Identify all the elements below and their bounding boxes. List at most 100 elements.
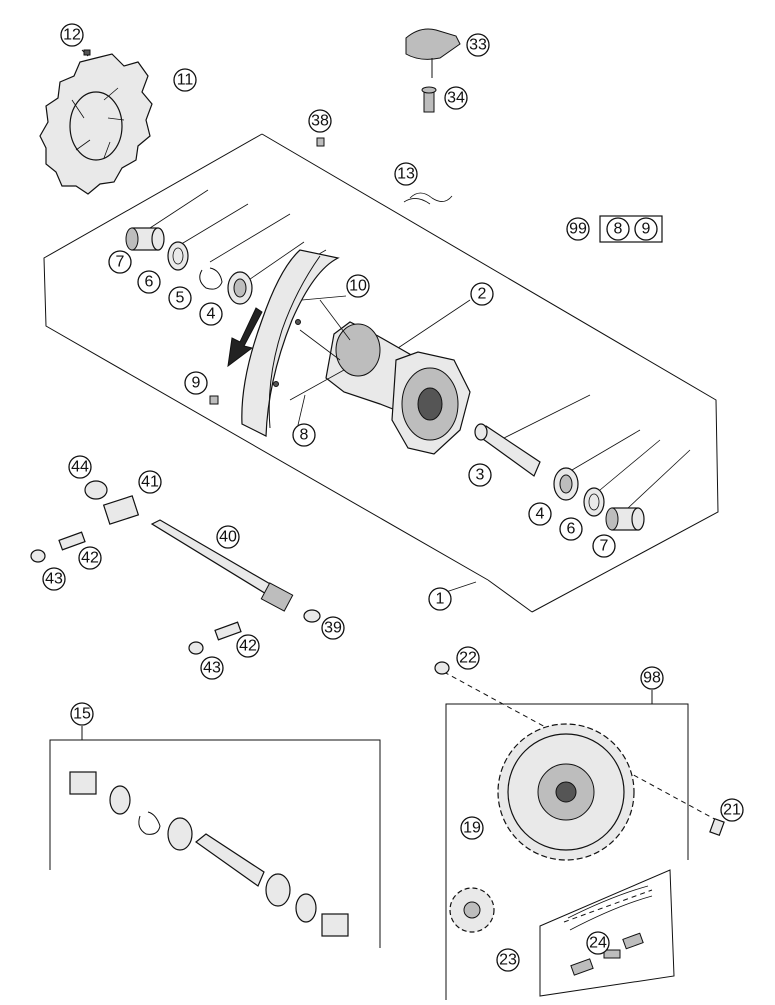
wheel-assembly-frame bbox=[43, 133, 719, 613]
chain-adjuster-left bbox=[102, 495, 140, 525]
svg-text:44: 44 bbox=[71, 459, 89, 476]
svg-text:43: 43 bbox=[45, 571, 63, 588]
lock-nut-right bbox=[188, 641, 204, 655]
adjuster-screw-left bbox=[58, 531, 86, 551]
callout-6-right: 6 bbox=[559, 517, 583, 541]
callout-7-left: 7 bbox=[108, 250, 132, 274]
callout-23: 23 bbox=[496, 948, 520, 972]
svg-text:42: 42 bbox=[81, 550, 99, 567]
chain-box bbox=[539, 869, 675, 997]
callout-5: 5 bbox=[168, 286, 192, 310]
rear-sprocket bbox=[497, 723, 635, 861]
callout-98: 98 bbox=[640, 666, 664, 690]
svg-text:33: 33 bbox=[469, 37, 487, 54]
svg-text:6: 6 bbox=[145, 274, 154, 291]
disc-bolt bbox=[81, 49, 91, 57]
callout-99: 99 bbox=[566, 217, 590, 241]
callout-33: 33 bbox=[466, 33, 490, 57]
svg-text:21: 21 bbox=[723, 802, 741, 819]
rotation-arrow bbox=[227, 307, 263, 368]
svg-text:1: 1 bbox=[436, 591, 445, 608]
svg-text:2: 2 bbox=[478, 286, 487, 303]
axle bbox=[150, 519, 294, 612]
callout-39: 39 bbox=[321, 616, 345, 640]
svg-text:7: 7 bbox=[600, 538, 609, 555]
front-sprocket bbox=[449, 887, 495, 933]
svg-text:10: 10 bbox=[349, 278, 367, 295]
svg-text:15: 15 bbox=[73, 706, 91, 723]
svg-text:5: 5 bbox=[176, 290, 185, 307]
svg-text:8: 8 bbox=[300, 427, 309, 444]
valve-stem bbox=[421, 86, 437, 113]
spacer-left bbox=[125, 227, 165, 251]
callout-2: 2 bbox=[470, 282, 494, 306]
svg-text:34: 34 bbox=[447, 90, 465, 107]
callout-9: 9 bbox=[184, 371, 208, 395]
sprocket-nut bbox=[434, 661, 450, 675]
svg-text:12: 12 bbox=[63, 27, 81, 44]
callout-4-right: 4 bbox=[528, 502, 552, 526]
callout-38: 38 bbox=[308, 109, 332, 133]
seal-left bbox=[167, 241, 189, 271]
svg-text:7: 7 bbox=[116, 254, 125, 271]
svg-text:6: 6 bbox=[567, 521, 576, 538]
svg-text:42: 42 bbox=[239, 638, 257, 655]
bearing-right bbox=[553, 467, 579, 501]
leader-lines bbox=[149, 189, 691, 595]
seal-right bbox=[583, 487, 605, 517]
callout-7-right: 7 bbox=[592, 534, 616, 558]
svg-text:99: 99 bbox=[569, 221, 587, 238]
callout-43-right: 43 bbox=[200, 656, 224, 680]
svg-text:3: 3 bbox=[476, 467, 485, 484]
callout-42-right: 42 bbox=[236, 634, 260, 658]
spacer-right bbox=[605, 507, 645, 531]
callout-24: 24 bbox=[586, 931, 610, 955]
callout-8-kit: 8 bbox=[606, 217, 630, 241]
svg-text:23: 23 bbox=[499, 952, 517, 969]
bearing-set-box bbox=[49, 726, 381, 948]
svg-text:4: 4 bbox=[207, 306, 216, 323]
callout-44: 44 bbox=[68, 455, 92, 479]
svg-text:19: 19 bbox=[463, 820, 481, 837]
axle-nut bbox=[84, 480, 108, 500]
callout-22: 22 bbox=[456, 646, 480, 670]
callout-3: 3 bbox=[468, 463, 492, 487]
svg-text:8: 8 bbox=[614, 221, 623, 238]
svg-text:38: 38 bbox=[311, 113, 329, 130]
callout-41: 41 bbox=[138, 470, 162, 494]
svg-text:24: 24 bbox=[589, 935, 607, 952]
bearing-left bbox=[227, 271, 253, 305]
callout-19: 19 bbox=[460, 816, 484, 840]
sprocket-bolt bbox=[709, 817, 725, 837]
callout-11: 11 bbox=[173, 68, 197, 92]
callout-13: 13 bbox=[394, 162, 418, 186]
svg-text:22: 22 bbox=[459, 650, 477, 667]
lock-nut-left bbox=[30, 549, 46, 563]
svg-text:40: 40 bbox=[219, 529, 237, 546]
wheel-hub bbox=[289, 299, 471, 455]
svg-text:13: 13 bbox=[397, 166, 415, 183]
circlip bbox=[199, 267, 223, 290]
callout-4-left: 4 bbox=[199, 302, 223, 326]
callout-9-kit: 9 bbox=[634, 217, 658, 241]
callout-43-left: 43 bbox=[42, 567, 66, 591]
adjuster-screw-right bbox=[214, 621, 242, 641]
valve-cap bbox=[405, 28, 461, 78]
svg-text:9: 9 bbox=[192, 375, 201, 392]
spoke-set bbox=[403, 192, 453, 205]
callout-8: 8 bbox=[292, 423, 316, 447]
callout-15: 15 bbox=[70, 702, 94, 726]
svg-text:43: 43 bbox=[203, 660, 221, 677]
callout-10: 10 bbox=[346, 274, 370, 298]
brake-disc bbox=[39, 53, 153, 195]
callout-1: 1 bbox=[428, 587, 452, 611]
rim-nipple bbox=[209, 395, 219, 405]
svg-text:98: 98 bbox=[643, 670, 661, 687]
callout-12: 12 bbox=[60, 23, 84, 47]
svg-text:39: 39 bbox=[324, 620, 342, 637]
callout-42-left: 42 bbox=[78, 546, 102, 570]
svg-text:11: 11 bbox=[177, 72, 194, 89]
svg-text:4: 4 bbox=[536, 506, 545, 523]
svg-text:41: 41 bbox=[141, 474, 159, 491]
